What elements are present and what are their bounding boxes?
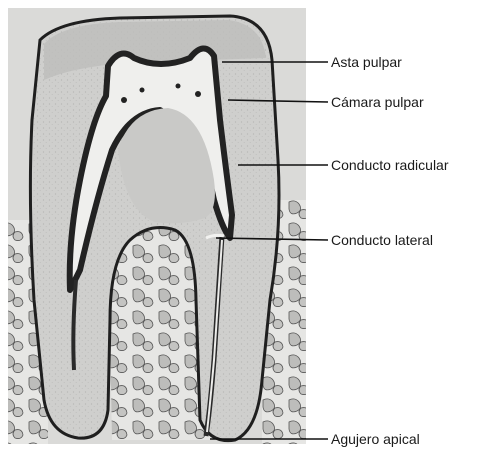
pulp-cell (121, 97, 127, 103)
label-camara-pulpar: Cámara pulpar (331, 94, 424, 110)
pulp-cell (176, 84, 181, 89)
pulp-cell (195, 91, 201, 97)
pulp-cell (140, 88, 145, 93)
label-conducto-radicular: Conducto radicular (331, 157, 449, 173)
label-agujero-apical: Agujero apical (331, 431, 420, 447)
label-asta-pulpar: Asta pulpar (331, 54, 402, 70)
label-conducto-lateral: Conducto lateral (331, 232, 433, 248)
